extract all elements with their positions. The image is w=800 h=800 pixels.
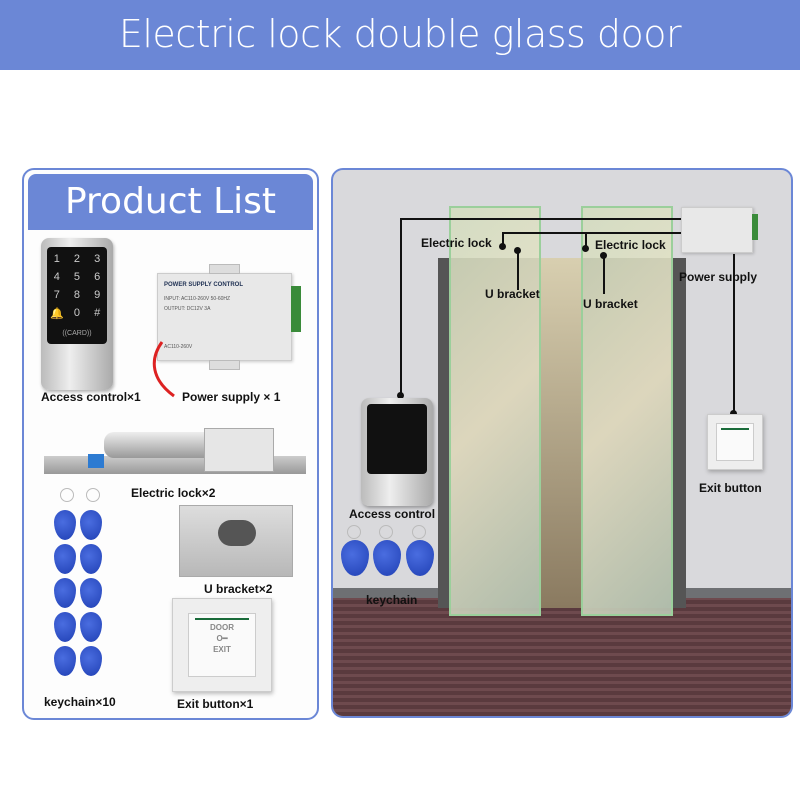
label-exit-button-diagram: Exit button xyxy=(699,481,762,495)
product-list-title: Product List xyxy=(28,174,313,230)
installation-diagram-panel: Electric lock Electric lock U bracket U … xyxy=(331,168,793,718)
label-access-control: Access control×1 xyxy=(41,390,141,404)
glass-door-left xyxy=(449,206,541,616)
electric-lock-image xyxy=(44,428,306,484)
label-electric-lock-right: Electric lock xyxy=(595,238,666,252)
label-u-bracket-right: U bracket xyxy=(583,297,638,311)
diagram-access-control-image xyxy=(361,398,433,506)
diagram-power-supply-image xyxy=(681,207,758,253)
label-u-bracket: U bracket×2 xyxy=(204,582,273,596)
label-electric-lock-left: Electric lock xyxy=(421,236,492,250)
diagram-exit-button-image xyxy=(707,414,763,470)
label-keychain-diagram: keychain xyxy=(366,593,418,607)
u-bracket-image xyxy=(179,505,293,577)
power-cable-icon xyxy=(152,341,175,398)
power-supply-image: POWER SUPPLY CONTROL INPUT: AC110-260V 5… xyxy=(157,264,301,370)
label-keychain: keychain×10 xyxy=(44,695,116,709)
label-power-supply-diagram: Power supply xyxy=(679,270,758,284)
wood-floor xyxy=(333,598,791,716)
label-access-control-diagram: Access control xyxy=(349,507,436,521)
label-power-supply: Power supply × 1 xyxy=(182,390,281,404)
glass-door-right xyxy=(581,206,673,616)
label-u-bracket-left: U bracket xyxy=(485,287,540,301)
page-title-banner: Electric lock double glass door xyxy=(0,0,800,70)
label-exit-button: Exit button×1 xyxy=(177,697,254,711)
label-electric-lock: Electric lock×2 xyxy=(131,486,216,500)
